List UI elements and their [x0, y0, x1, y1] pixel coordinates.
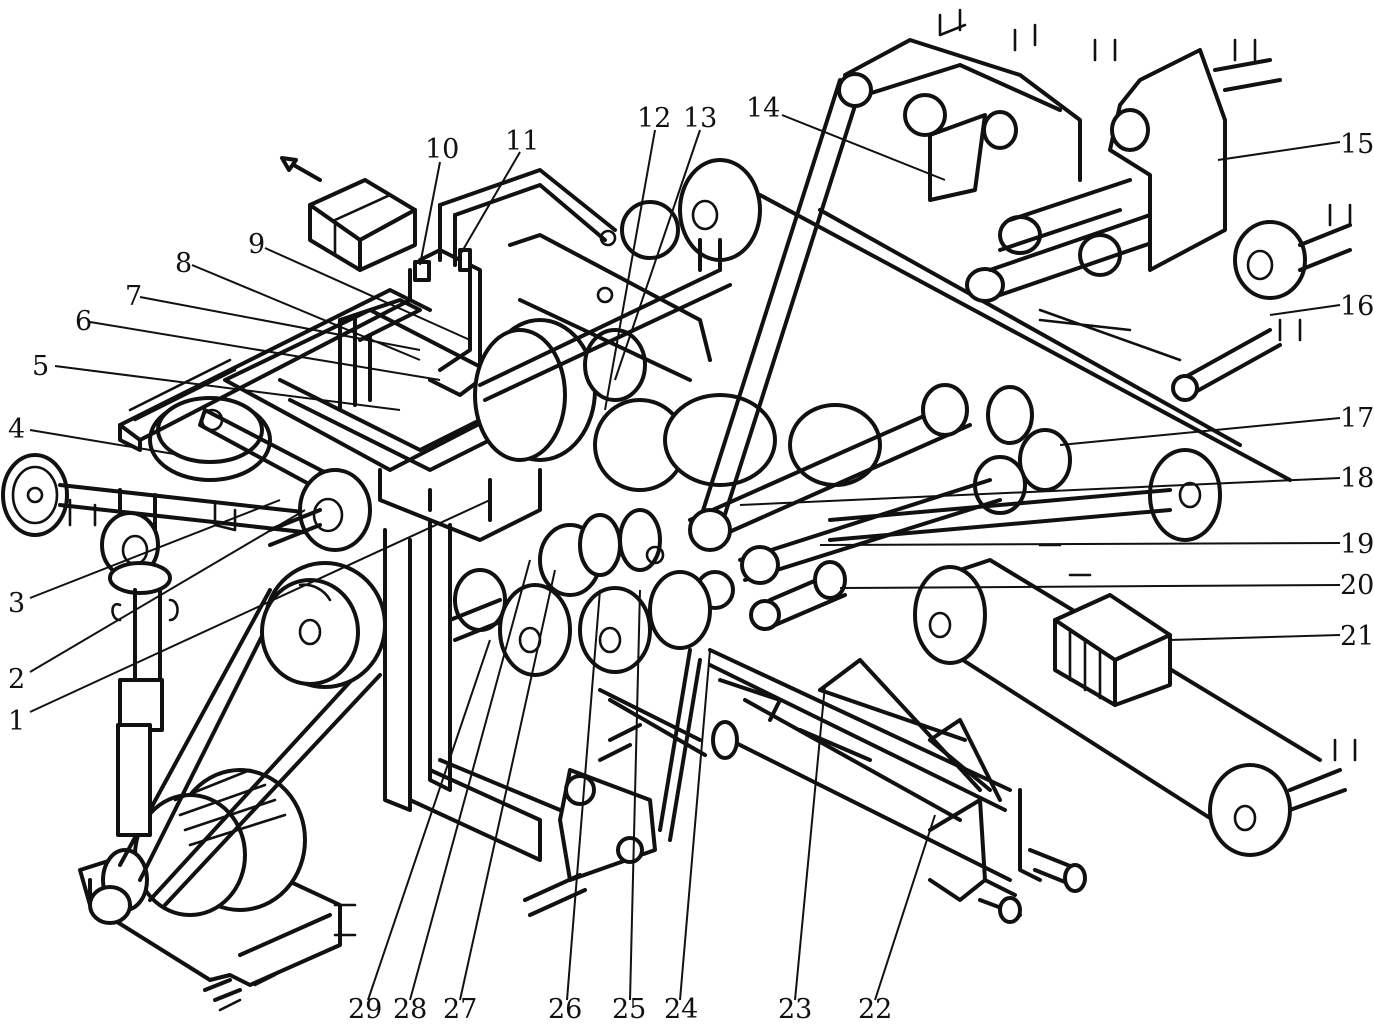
- label-5: 5: [32, 351, 49, 382]
- label-8: 8: [175, 248, 192, 279]
- hand-wheel: [1, 453, 332, 542]
- label-3: 3: [8, 588, 25, 619]
- label-16: 16: [1340, 291, 1374, 322]
- label-29: 29: [348, 994, 382, 1025]
- label-6: 6: [75, 306, 92, 337]
- vertical-shaft: [111, 588, 179, 837]
- label-26: 26: [548, 994, 582, 1025]
- label-1: 1: [8, 706, 25, 737]
- label-2: 2: [8, 664, 25, 695]
- label-9: 9: [248, 229, 265, 260]
- drive-belt: [118, 588, 382, 907]
- label-7: 7: [125, 281, 142, 312]
- bearing-symbols: [68, 8, 1357, 1012]
- output-conveyor: [913, 558, 1347, 857]
- label-13: 13: [683, 103, 717, 134]
- sealing-rollers: [688, 383, 1222, 631]
- pulley-2: [268, 468, 372, 552]
- label-20: 20: [1340, 570, 1374, 601]
- label-17: 17: [1340, 403, 1374, 434]
- cam-disc-4: [148, 396, 336, 492]
- label-11: 11: [505, 126, 539, 157]
- label-14: 14: [746, 93, 780, 124]
- worm-gear-3: [100, 511, 172, 595]
- label-10: 10: [425, 134, 459, 165]
- forming-chute: [408, 168, 617, 397]
- label-18: 18: [1340, 463, 1374, 494]
- leader-lines: [29, 114, 1341, 1001]
- wrapping-rolls: [473, 158, 882, 492]
- label-25: 25: [612, 994, 646, 1025]
- part-labels: 1 2 3 4 5 6 7 8 9 10 11 12 13 14 15 16 1…: [8, 93, 1374, 1025]
- label-4: 4: [8, 414, 25, 445]
- product-block: [280, 156, 417, 272]
- label-24: 24: [664, 994, 698, 1025]
- label-12: 12: [637, 103, 671, 134]
- film-feed-tower: [698, 38, 1352, 532]
- main-pulley: [260, 561, 387, 689]
- label-19: 19: [1340, 529, 1374, 560]
- lower-linkages: [383, 508, 1087, 924]
- label-27: 27: [443, 994, 477, 1025]
- label-21: 21: [1340, 621, 1374, 652]
- label-23: 23: [778, 994, 812, 1025]
- label-15: 15: [1340, 129, 1374, 160]
- label-22: 22: [858, 994, 892, 1025]
- label-28: 28: [393, 994, 427, 1025]
